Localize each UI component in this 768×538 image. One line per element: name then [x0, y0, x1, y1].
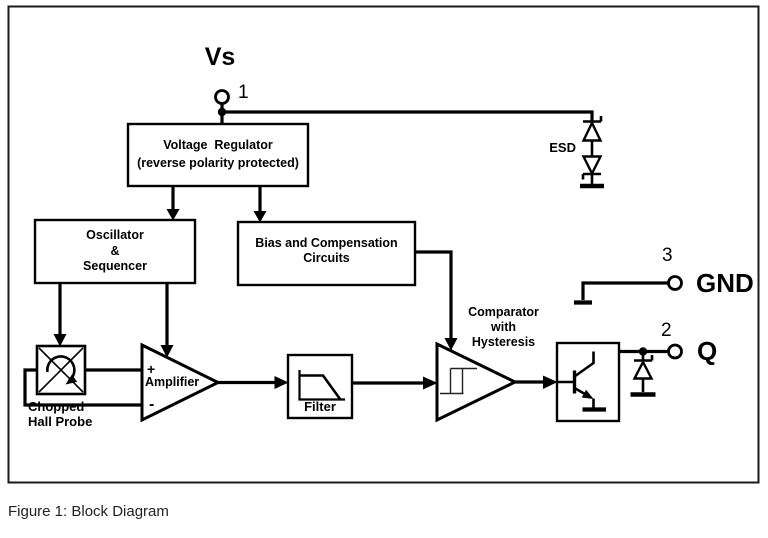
pin1-number: 1 — [238, 82, 249, 103]
esd-label: ESD — [549, 140, 576, 155]
amplifier-plus-input-label: + — [147, 361, 156, 377]
arrow-down-icon — [53, 334, 67, 347]
pin3-terminal-icon — [667, 275, 683, 291]
amplifier-label: Amplifier — [145, 375, 200, 389]
arrow-right-icon — [423, 376, 438, 390]
arrow-right-icon — [543, 375, 558, 389]
amplifier-minus-input-label: - — [149, 396, 155, 413]
arrow-right-icon — [274, 376, 289, 389]
output-zener-diode-icon — [630, 351, 656, 397]
arrow-down-icon — [166, 209, 180, 221]
junction-dot-vs — [217, 107, 227, 117]
voltage-regulator-box — [126, 122, 310, 188]
diagram-border — [7, 5, 760, 484]
comparator-label: Comparator with Hysteresis — [468, 305, 539, 349]
block-boxes — [33, 122, 621, 423]
hysteresis-icon — [440, 367, 477, 395]
wire-gnd-pin — [581, 281, 669, 300]
esd-diodes-icon — [580, 116, 604, 189]
wire-bias-to-comparator — [415, 250, 453, 338]
comparator-triangle-icon — [435, 341, 519, 423]
pin2-terminal-icon — [667, 343, 683, 360]
wire-top-rail-to-esd — [222, 110, 594, 121]
vs-pin-label: Vs — [204, 43, 236, 71]
oscillator-box — [33, 218, 197, 285]
pin2-number: 2 — [661, 320, 672, 341]
bias-box — [236, 220, 417, 287]
bias-compensation-label: Bias and Compensation Circuits — [255, 236, 398, 265]
figure-caption: Figure 1: Block Diagram — [8, 503, 169, 520]
gnd-pin-label: GND — [696, 268, 754, 298]
voltage-regulator-label: Voltage Regulator (reverse polarity prot… — [137, 138, 299, 170]
lowpass-filter-icon — [298, 370, 345, 401]
q-output-pin-label: Q — [697, 336, 718, 366]
pin1-terminal-icon — [214, 89, 230, 105]
pin3-number: 3 — [662, 245, 673, 266]
chopper-icon — [38, 347, 84, 393]
npn-transistor-icon — [557, 351, 606, 412]
oscillator-sequencer-label: Oscillator & Sequencer — [83, 228, 147, 273]
arrow-down-icon — [444, 338, 458, 351]
chopped-hall-probe-label: Chopped Hall Probe — [28, 399, 93, 429]
arrow-down-icon — [253, 211, 267, 223]
amplifier-triangle-icon — [140, 342, 222, 423]
arrowheads — [53, 209, 558, 390]
wire-probe-to-amp-minus — [23, 368, 142, 407]
filter-label: Filter — [304, 399, 336, 414]
pin-terminals — [214, 89, 683, 360]
arrow-down-icon — [160, 345, 174, 358]
